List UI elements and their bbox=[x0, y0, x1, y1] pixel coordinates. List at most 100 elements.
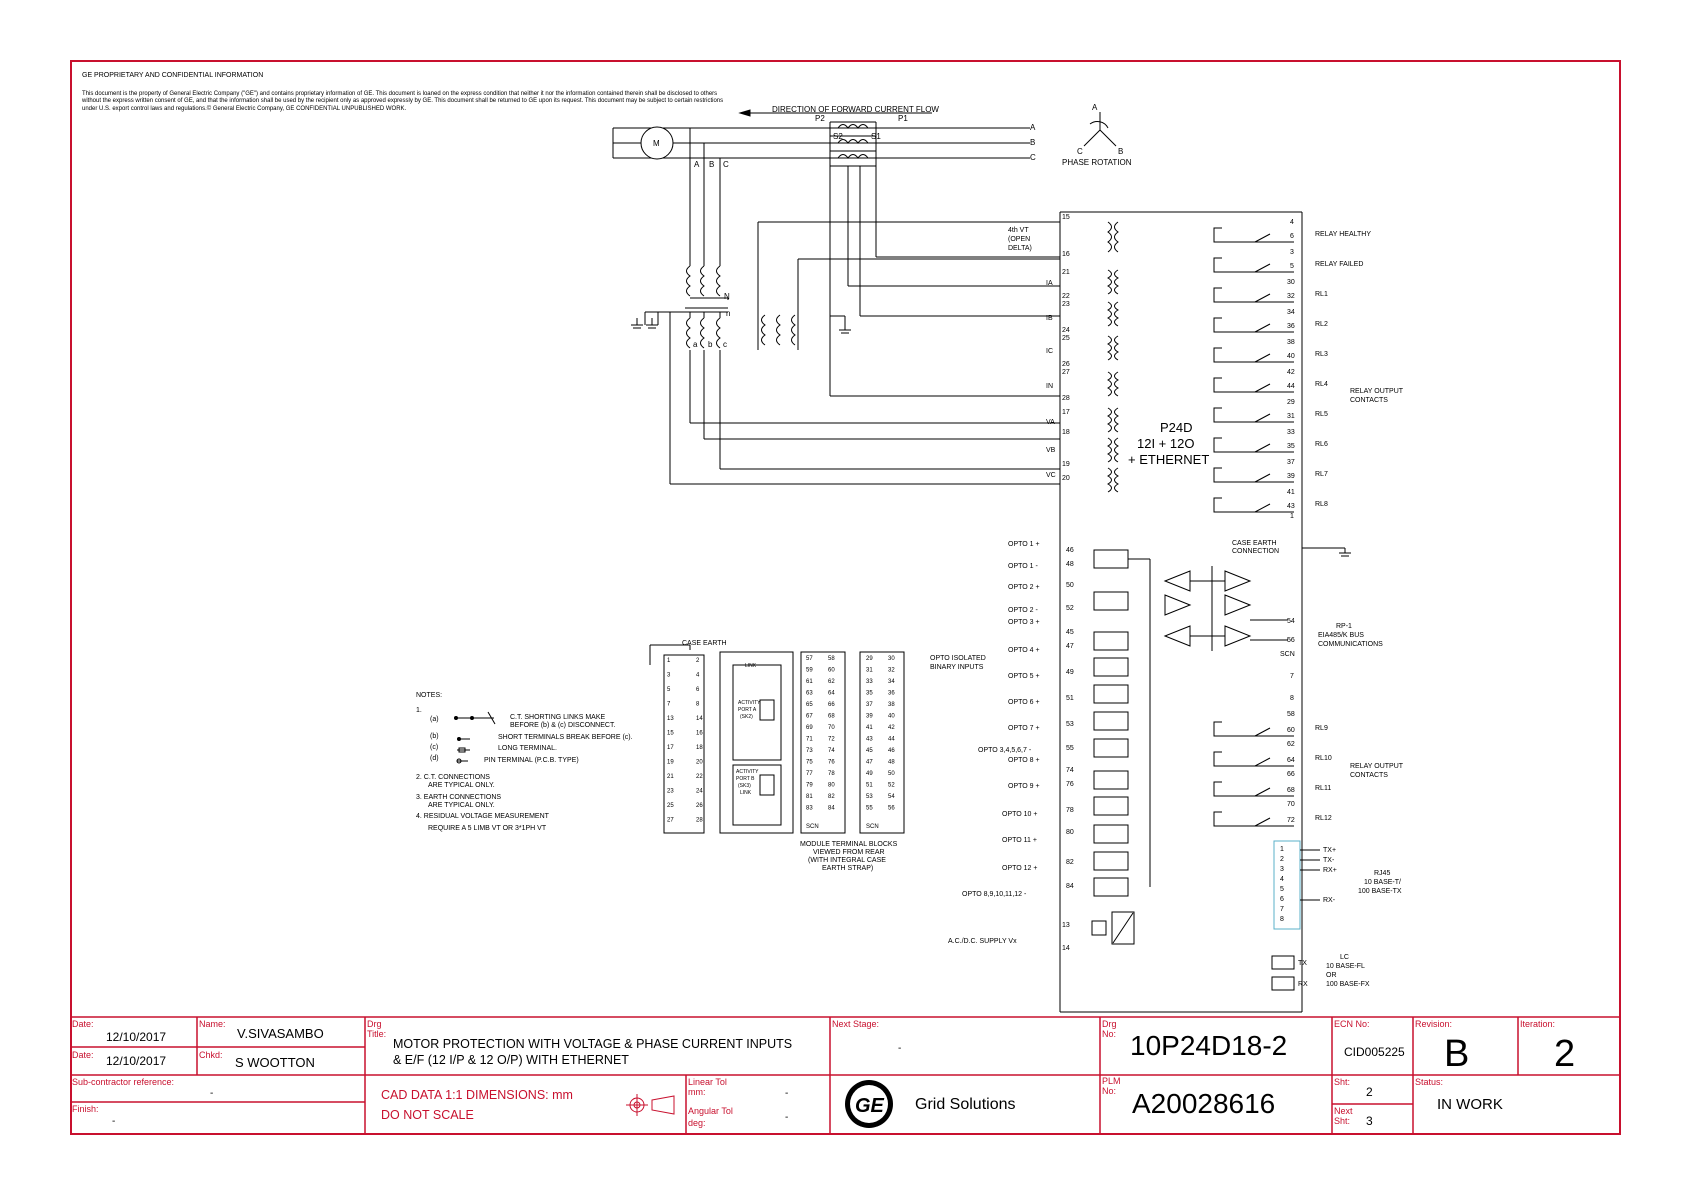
vt4-label-3: DELTA) bbox=[1008, 245, 1032, 252]
opto-term-55: 55 bbox=[1066, 745, 1074, 752]
term-13: 13 bbox=[1062, 922, 1070, 929]
term-14: 14 bbox=[1062, 945, 1070, 952]
rl5-label: RL5 bbox=[1315, 411, 1328, 418]
relay-failed-label: RELAY FAILED bbox=[1315, 261, 1363, 268]
activity-a-label: ACTIVITY bbox=[738, 700, 761, 706]
out-term-41: 41 bbox=[1287, 489, 1295, 496]
drg-no-label-2: No: bbox=[1102, 1029, 1116, 1039]
term-16: 16 bbox=[1062, 251, 1070, 258]
next-stage-value: - bbox=[898, 1043, 901, 1054]
ib-label: IB bbox=[1046, 315, 1053, 322]
block-a-terminal-74: 74 bbox=[828, 748, 835, 754]
left-block-terminal-22: 22 bbox=[696, 774, 703, 780]
term-7: 7 bbox=[1290, 673, 1294, 680]
company-name: Grid Solutions bbox=[915, 1096, 1016, 1113]
date-2: 12/10/2017 bbox=[106, 1054, 166, 1068]
note-1-number: 1. bbox=[416, 707, 422, 714]
vt-b-label: b bbox=[708, 340, 713, 349]
power-labels: DIRECTION OF FORWARD CURRENT FLOW M A B … bbox=[653, 103, 1132, 349]
direction-arrowhead bbox=[738, 109, 751, 117]
out-term-6: 6 bbox=[1290, 233, 1294, 240]
block-a-terminal-69: 69 bbox=[806, 725, 813, 731]
opto-1-minus: OPTO 1 - bbox=[1008, 563, 1038, 570]
drg-no-label-1: Drg bbox=[1102, 1019, 1117, 1029]
block-a-terminal-62: 62 bbox=[828, 679, 835, 685]
block-b-terminal-29: 29 bbox=[866, 656, 873, 662]
left-block-terminal-16: 16 bbox=[696, 731, 703, 737]
ia-label: IA bbox=[1046, 280, 1053, 287]
opto-term-84: 84 bbox=[1066, 883, 1074, 890]
block-a-terminal-79: 79 bbox=[806, 783, 813, 789]
notes: NOTES: 1. (a) C.T. SHORTING LINKS MAKE B… bbox=[416, 692, 633, 832]
opto-term-76: 76 bbox=[1066, 781, 1074, 788]
tap-b-label: B bbox=[709, 160, 714, 169]
opto-term-74: 74 bbox=[1066, 767, 1074, 774]
block-b-terminal-51: 51 bbox=[866, 783, 873, 789]
relay-output2-label-2: CONTACTS bbox=[1350, 772, 1388, 779]
subcontractor-label: Sub-contractor reference: bbox=[72, 1077, 174, 1087]
lc-label-3: OR bbox=[1326, 972, 1337, 979]
out-term-39: 39 bbox=[1287, 473, 1295, 480]
module-caption-2: VIEWED FROM REAR bbox=[813, 849, 885, 856]
left-block-terminal-27: 27 bbox=[667, 818, 674, 824]
opto-4-plus: OPTO 4 + bbox=[1008, 647, 1040, 654]
relay-body bbox=[1059, 211, 1351, 1013]
opto-term-78: 78 bbox=[1066, 807, 1074, 814]
module-caption-1: MODULE TERMINAL BLOCKS bbox=[800, 841, 898, 848]
s1-label: S1 bbox=[871, 132, 881, 141]
out-term-34: 34 bbox=[1287, 309, 1295, 316]
out-term-58: 58 bbox=[1287, 711, 1295, 718]
out-term-35: 35 bbox=[1287, 443, 1295, 450]
vt-c-label: c bbox=[723, 340, 727, 349]
note-d-marker: (d) bbox=[430, 755, 439, 762]
out-term-5: 5 bbox=[1290, 263, 1294, 270]
opto-term-80: 80 bbox=[1066, 829, 1074, 836]
notice-line-3: under U.S. export control laws and regul… bbox=[82, 105, 407, 112]
term-25: 25 bbox=[1062, 335, 1070, 342]
next-sheet-number: 3 bbox=[1366, 1114, 1373, 1128]
left-block-terminal-4: 4 bbox=[696, 673, 700, 679]
block-a-terminal-76: 76 bbox=[828, 760, 835, 766]
block-b-terminal-44: 44 bbox=[888, 737, 895, 743]
drawing-title-2: & E/F (12 I/P & 12 O/P) WITH ETHERNET bbox=[393, 1053, 629, 1067]
terminal-block-labels: CASE EARTH MODULE TERMINAL BLOCKS VIEWED… bbox=[682, 640, 898, 872]
motor-label: M bbox=[653, 139, 660, 148]
s2-label: S2 bbox=[833, 132, 843, 141]
relay-ethernet: + ETHERNET bbox=[1128, 452, 1209, 467]
lc-rx-label: RX bbox=[1298, 981, 1308, 988]
out-term-64: 64 bbox=[1287, 757, 1295, 764]
block-b-terminal-49: 49 bbox=[866, 771, 873, 777]
block-a-terminal-71: 71 bbox=[806, 737, 813, 743]
sheet-label: Sht: bbox=[1334, 1077, 1350, 1087]
block-b-terminal-34: 34 bbox=[888, 679, 895, 685]
out-term-29: 29 bbox=[1287, 399, 1295, 406]
note-c-text: LONG TERMINAL. bbox=[498, 745, 557, 752]
block-a-terminal-73: 73 bbox=[806, 748, 813, 754]
opto-couplers bbox=[1093, 549, 1151, 897]
iteration-label: Iteration: bbox=[1520, 1019, 1555, 1029]
left-block-terminal-6: 6 bbox=[696, 687, 700, 693]
proprietary-notice: GE PROPRIETARY AND CONFIDENTIAL INFORMAT… bbox=[81, 72, 723, 112]
finish-value: - bbox=[112, 1116, 115, 1127]
vc-label: VC bbox=[1046, 472, 1056, 479]
term-26: 26 bbox=[1062, 361, 1070, 368]
vt4-label-2: (OPEN bbox=[1008, 236, 1030, 243]
left-block-terminal-8: 8 bbox=[696, 702, 700, 708]
rx-plus-label: RX+ bbox=[1323, 867, 1337, 874]
note-d-text: PIN TERMINAL (P.C.B. TYPE) bbox=[484, 757, 579, 764]
note-c-marker: (c) bbox=[430, 744, 438, 751]
term-21: 21 bbox=[1062, 269, 1070, 276]
ct-coils bbox=[830, 121, 876, 167]
left-block-terminal-5: 5 bbox=[667, 687, 671, 693]
tap-a-label: A bbox=[694, 160, 700, 169]
angular-tol-label-1: Angular Tol bbox=[688, 1106, 733, 1116]
block-a-terminal-66: 66 bbox=[828, 702, 835, 708]
next-sheet-label-1: Next bbox=[1334, 1106, 1353, 1116]
revision-value: B bbox=[1444, 1033, 1469, 1075]
rj45-pin-4: 4 bbox=[1280, 876, 1284, 883]
rx-minus-label: RX- bbox=[1323, 897, 1336, 904]
out-term-38: 38 bbox=[1287, 339, 1295, 346]
block-b-terminal-35: 35 bbox=[866, 691, 873, 697]
terminal-block-a bbox=[800, 651, 846, 834]
